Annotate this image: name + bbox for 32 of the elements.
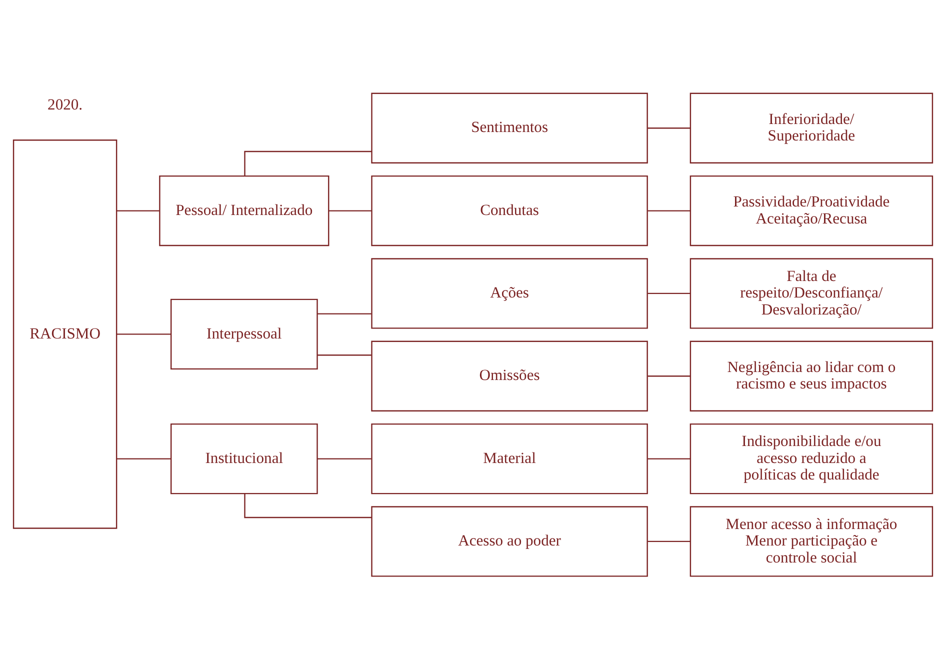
node-box: Ações	[371, 258, 648, 328]
node-box: Acesso ao poder	[371, 506, 648, 576]
connector	[328, 210, 372, 211]
connector	[116, 210, 160, 211]
connector	[317, 354, 372, 356]
node-box: Material	[371, 422, 648, 494]
connector	[244, 150, 372, 176]
label: 2020.	[48, 96, 83, 113]
node-box: Omissões	[371, 340, 648, 411]
connector	[648, 210, 690, 211]
node-box: Inferioridade/ Superioridade	[690, 92, 934, 163]
connector	[116, 458, 171, 459]
node-box: Indisponibilidade e/ou acesso reduzido a políticas de qualidade	[690, 422, 934, 494]
node-box: Pessoal/ Internalizado	[159, 174, 330, 246]
node-box: Negligência ao lidar com o racismo e seus impactos	[690, 340, 934, 411]
node-box: Falta de respeito/Desconfiança/ Desvalorização/	[690, 258, 934, 328]
connector	[317, 458, 372, 459]
connector	[317, 312, 372, 314]
node-box: Interpessoal	[170, 298, 318, 370]
connector	[648, 292, 690, 294]
node-box: Institucional	[170, 422, 318, 494]
connector	[648, 458, 690, 459]
node-box: Condutas	[371, 174, 648, 246]
connector	[116, 333, 171, 334]
connector	[648, 375, 690, 376]
connector	[648, 540, 690, 542]
node-box: Sentimentos	[371, 92, 648, 163]
connector	[244, 493, 372, 518]
connector	[648, 127, 690, 128]
node-box: Passividade/Proatividade Aceitação/Recusa	[690, 174, 934, 246]
node-box: Menor acesso à informação Menor participação e controle social	[690, 506, 934, 576]
node-box: RACISMO	[12, 139, 118, 528]
